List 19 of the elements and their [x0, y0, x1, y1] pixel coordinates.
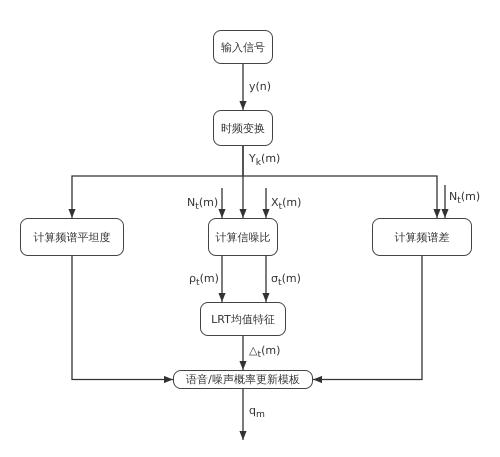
process-box: 计算频谱平坦度: [20, 218, 124, 256]
arrow: [218, 256, 226, 302]
arrow: [239, 389, 247, 440]
process-box: 计算频谱差: [372, 218, 472, 256]
arrow: [71, 256, 173, 384]
arrow: [313, 256, 423, 384]
process-box: 计算信噪比: [208, 218, 278, 256]
process-box: 输入信号: [213, 30, 273, 64]
arrow: [239, 336, 247, 370]
process-box: 时频变换: [213, 110, 273, 146]
arrow: [441, 185, 449, 218]
arrow: [262, 188, 270, 218]
edge-label: y(n): [249, 80, 272, 93]
arrow: [242, 146, 441, 218]
process-box: LRT均值特征: [200, 302, 286, 336]
arrow: [262, 256, 270, 302]
arrow: [218, 188, 226, 218]
arrow: [239, 64, 247, 110]
process-box: 语音/噪声概率更新模板: [173, 370, 313, 389]
